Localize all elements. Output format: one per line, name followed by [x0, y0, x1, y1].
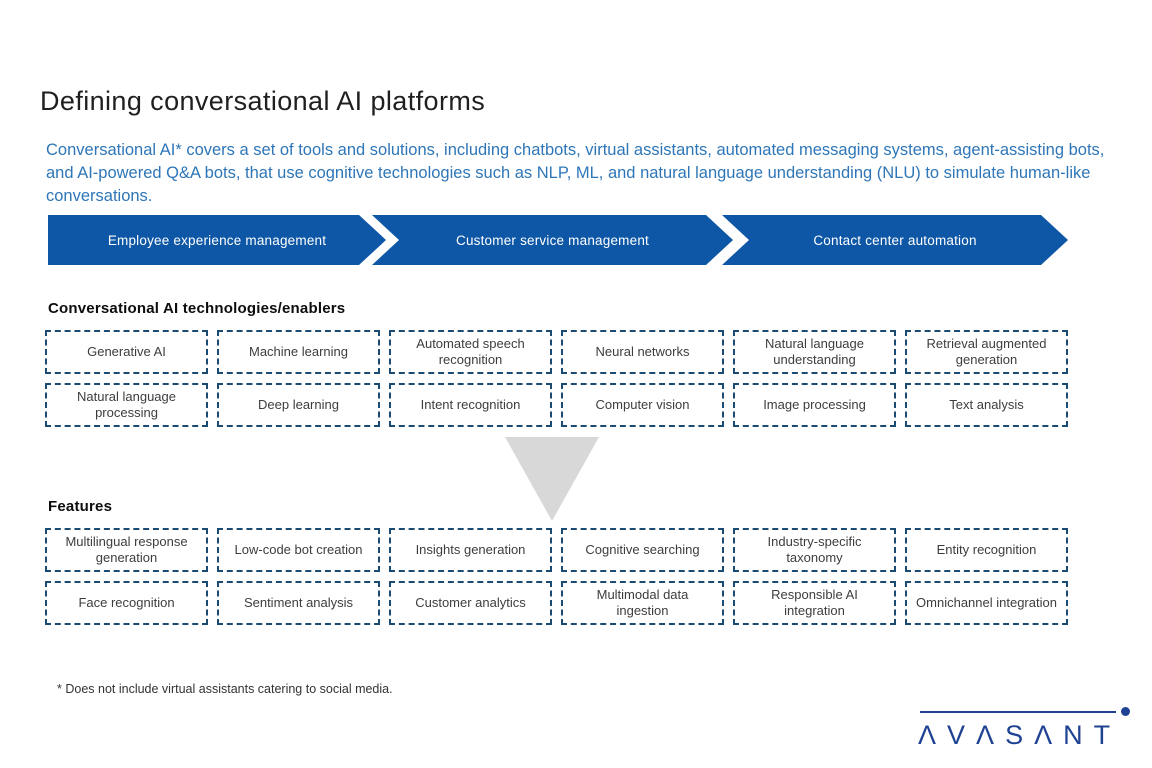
page-title: Defining conversational AI platforms [40, 86, 486, 116]
feature-box: Entity recognition [905, 528, 1068, 572]
feature-box: Customer analytics [389, 581, 552, 625]
technology-box: Natural language understanding [733, 330, 896, 374]
logo-line [920, 711, 1116, 713]
technology-box: Text analysis [905, 383, 1068, 427]
arrow-employee-experience: Employee experience management [48, 215, 386, 265]
process-arrow-band: Employee experience management Customer … [48, 215, 1068, 265]
technology-box: Deep learning [217, 383, 380, 427]
feature-box: Low-code bot creation [217, 528, 380, 572]
technology-box: Generative AI [45, 330, 208, 374]
arrow-label: Customer service management [456, 232, 649, 248]
footnote: * Does not include virtual assistants ca… [57, 682, 393, 696]
technology-box: Neural networks [561, 330, 724, 374]
arrow-label: Contact center automation [813, 232, 977, 248]
arrow-label: Employee experience management [107, 232, 327, 248]
feature-box: Cognitive searching [561, 528, 724, 572]
avasant-logo: ΛVΛSΛNT [918, 702, 1130, 754]
technology-box: Image processing [733, 383, 896, 427]
technology-box: Intent recognition [389, 383, 552, 427]
technology-box: Machine learning [217, 330, 380, 374]
technology-box: Retrieval augmented generation [905, 330, 1068, 374]
logo-dot-icon [1121, 707, 1130, 716]
feature-box: Face recognition [45, 581, 208, 625]
feature-box: Omnichannel integration [905, 581, 1068, 625]
feature-box: Multimodal data ingestion [561, 581, 724, 625]
feature-box: Insights generation [389, 528, 552, 572]
feature-box: Responsible AI integration [733, 581, 896, 625]
technology-box: Natural language processing [45, 383, 208, 427]
logo-wordmark: ΛVΛSΛNT [918, 720, 1122, 750]
features-grid: Multilingual response generation Low-cod… [45, 528, 1068, 625]
down-arrow-triangle-icon [505, 437, 599, 521]
arrow-contact-center: Contact center automation [722, 215, 1068, 265]
technologies-grid: Generative AI Machine learning Automated… [45, 330, 1068, 427]
feature-box: Multilingual response generation [45, 528, 208, 572]
feature-box: Industry-specific taxonomy [733, 528, 896, 572]
technology-box: Computer vision [561, 383, 724, 427]
arrow-customer-service: Customer service management [372, 215, 733, 265]
feature-box: Sentiment analysis [217, 581, 380, 625]
features-heading: Features [48, 498, 113, 515]
intro-paragraph: Conversational AI* covers a set of tools… [46, 141, 1105, 205]
technologies-heading: Conversational AI technologies/enablers [48, 300, 346, 317]
technology-box: Automated speech recognition [389, 330, 552, 374]
